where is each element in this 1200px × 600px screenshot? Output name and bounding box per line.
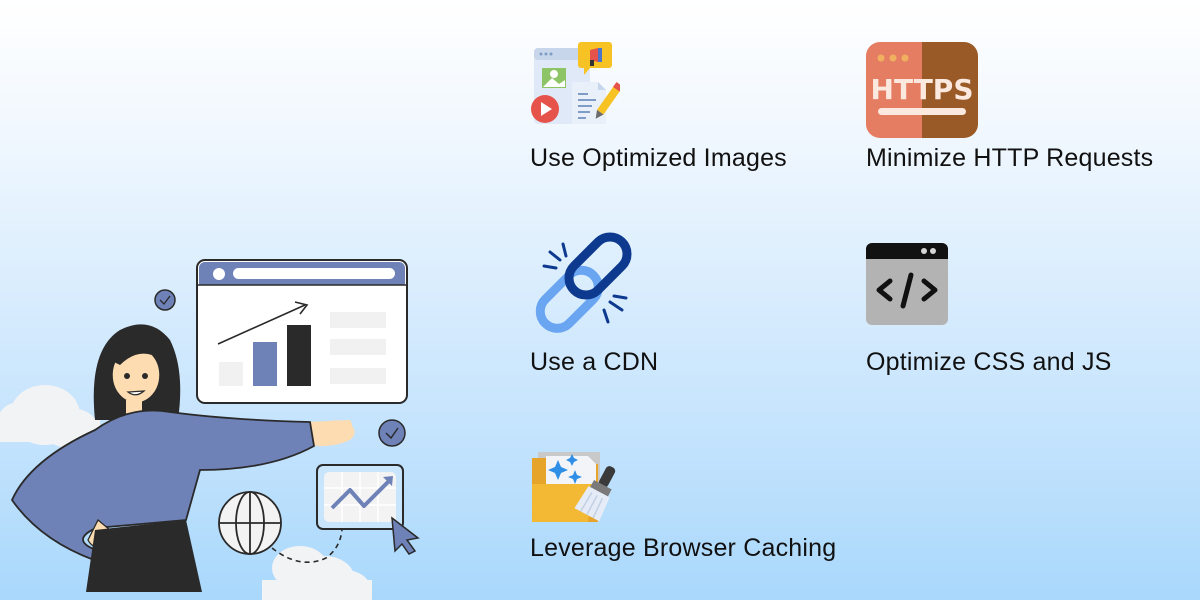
folder-clean-icon <box>530 450 622 526</box>
tip-label: Use a CDN <box>530 348 659 376</box>
tip-label: Use Optimized Images <box>530 144 787 172</box>
broken-link-icon <box>530 230 640 336</box>
hero-illustration <box>0 250 440 600</box>
svg-text:HTTPS: HTTPS <box>871 73 974 106</box>
cloud-icon <box>262 546 372 600</box>
check-badge-icon <box>154 289 176 311</box>
globe-icon <box>218 491 282 555</box>
tip-label: Minimize HTTP Requests <box>866 144 1154 172</box>
browser-chart-window <box>196 259 408 404</box>
trend-chart-card <box>316 464 404 530</box>
tip-label: Optimize CSS and JS <box>866 348 1112 376</box>
https-icon: HTTPS <box>866 42 978 138</box>
cursor-icon <box>391 516 420 555</box>
code-window-icon <box>866 243 948 325</box>
tip-label: Leverage Browser Caching <box>530 534 837 562</box>
media-document-icon <box>530 40 624 128</box>
woman-character <box>10 324 355 592</box>
cloud-icon <box>0 385 100 448</box>
check-badge-icon <box>378 419 406 447</box>
